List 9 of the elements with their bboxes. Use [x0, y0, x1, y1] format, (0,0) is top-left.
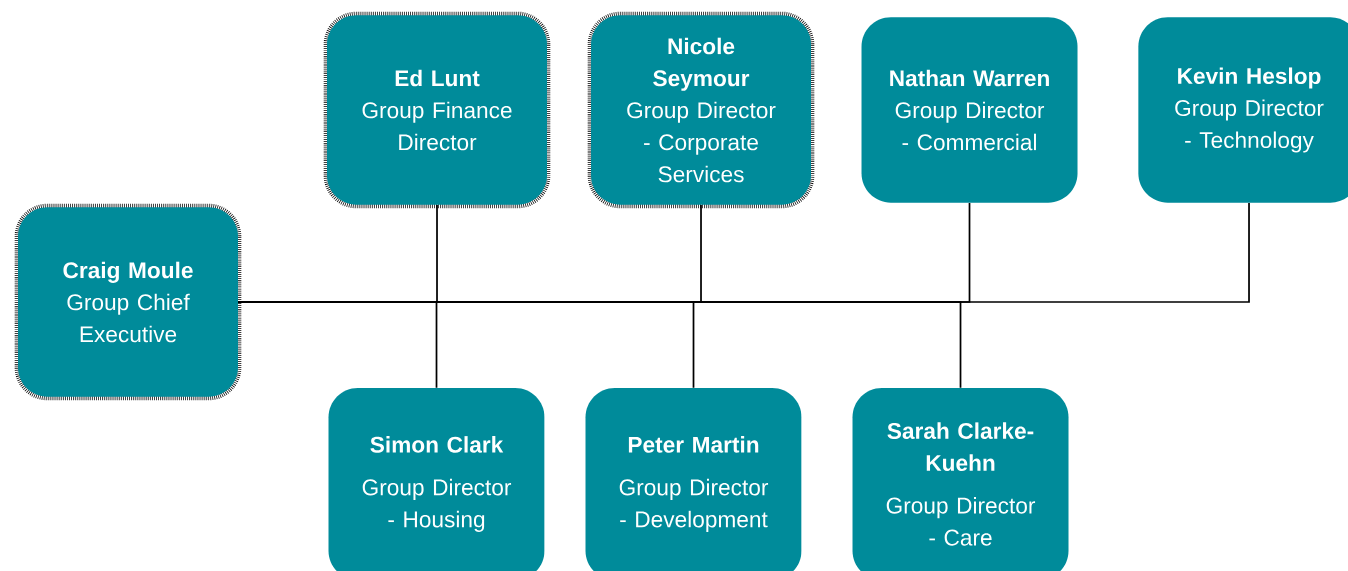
director-box: Kevin Heslop Group Director - Technology	[1138, 17, 1348, 203]
executive-box: Craig Moule Group Chief Executive	[14, 203, 242, 401]
director-box: Simon Clark Group Director - Housing	[328, 388, 545, 571]
director-box: Nathan Warren Group Director - Commercial	[861, 17, 1078, 203]
connector-line	[237, 301, 962, 389]
director-box: Peter Martin Group Director - Development	[585, 388, 802, 571]
director-box: Nicole Seymour Group Director - Corporate Services	[587, 11, 815, 209]
director-box: Sarah Clarke-Kuehn Group Director - Care	[852, 388, 1069, 571]
director-box: Ed Lunt Group Finance Director	[323, 11, 551, 209]
